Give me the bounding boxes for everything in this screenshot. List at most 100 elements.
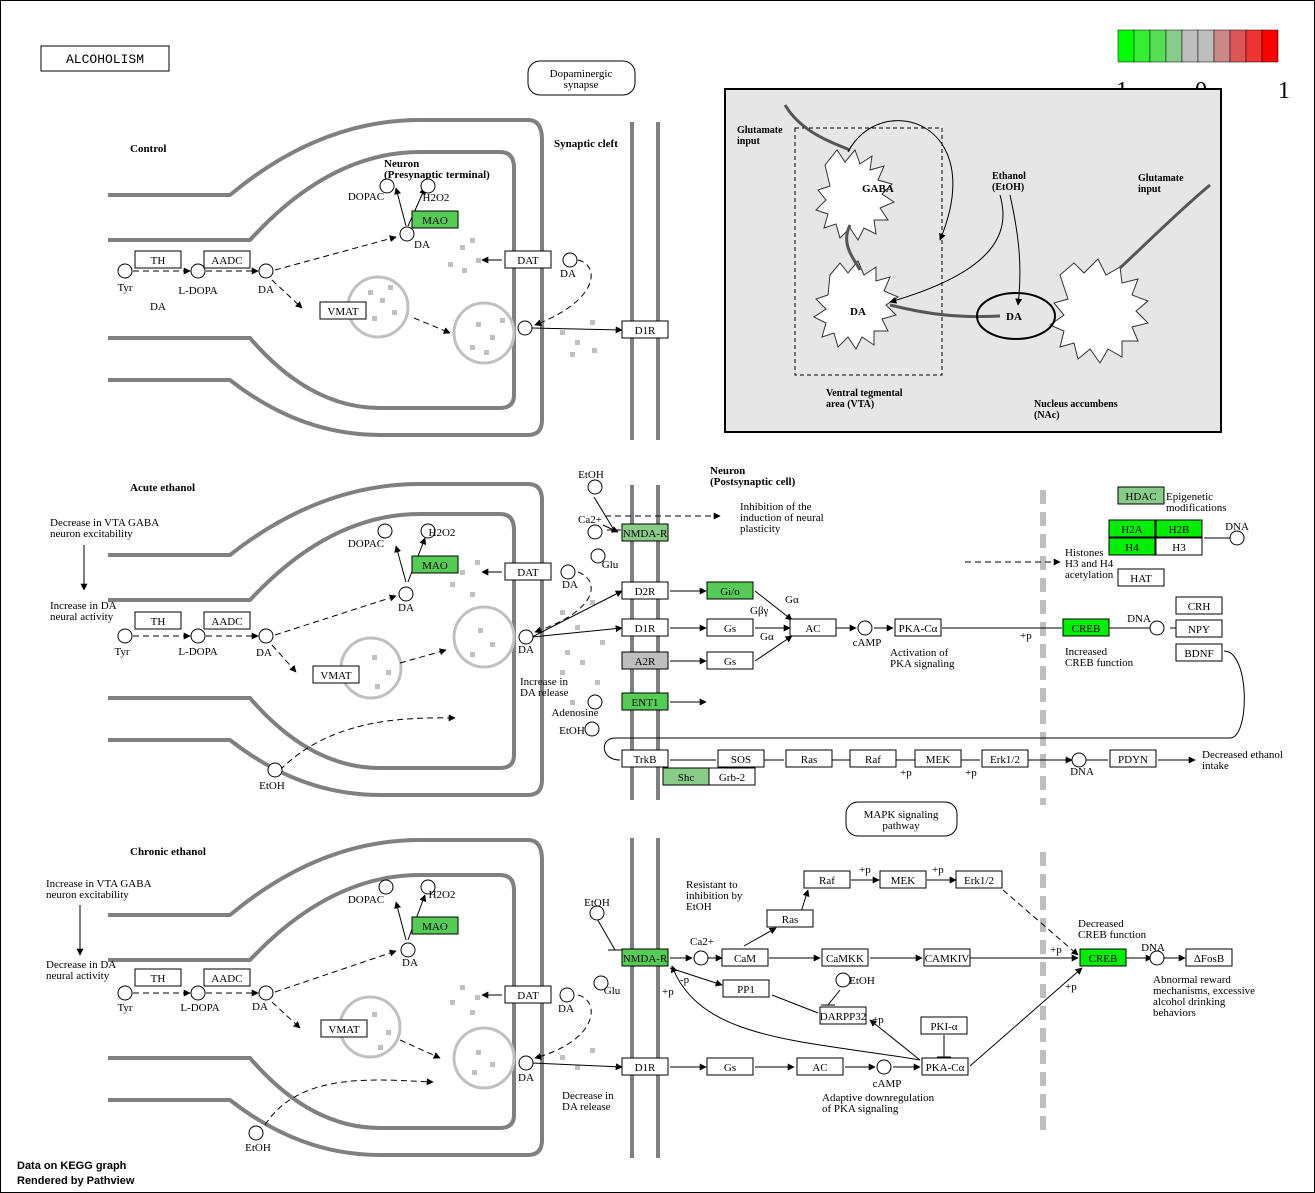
gene-node[interactable]: H3 (1155, 537, 1203, 556)
compound-node[interactable] (584, 721, 600, 737)
gene-node[interactable]: Gs (706, 618, 754, 637)
compound-node[interactable] (518, 1055, 534, 1071)
gene-node[interactable]: VMAT (319, 301, 367, 320)
gene-box[interactable] (706, 651, 754, 670)
compound-node[interactable] (590, 548, 606, 564)
gene-node[interactable]: MEK (914, 749, 962, 768)
gene-box[interactable] (1117, 486, 1165, 505)
gene-box[interactable] (320, 1019, 368, 1038)
compound-node[interactable] (258, 628, 274, 644)
gene-node[interactable]: TH (134, 611, 182, 630)
gene-box[interactable] (796, 1057, 844, 1076)
gene-node[interactable]: PP1 (722, 979, 770, 998)
gene-node[interactable]: Erk1/2 (981, 749, 1029, 768)
gene-box[interactable] (621, 320, 669, 339)
compound-node[interactable] (559, 987, 575, 1003)
gene-node[interactable]: CREB (1079, 948, 1127, 967)
gene-box[interactable] (203, 611, 251, 630)
gene-box[interactable] (621, 581, 669, 600)
gene-node[interactable]: AC (789, 618, 837, 637)
compound-node[interactable] (190, 628, 206, 644)
gene-node[interactable]: PKA-Cα (921, 1057, 969, 1076)
gene-node[interactable]: Raf (849, 749, 897, 768)
gene-box[interactable] (1175, 596, 1223, 615)
gene-box[interactable] (134, 968, 182, 987)
compound-node[interactable] (835, 972, 851, 988)
gene-box[interactable] (1062, 618, 1110, 637)
gene-node[interactable]: CREB (1062, 618, 1110, 637)
gene-box[interactable] (785, 749, 833, 768)
gene-node[interactable]: DARPP32 (819, 1006, 867, 1025)
gene-node[interactable]: TH (134, 250, 182, 269)
mapk-pathway-link[interactable]: MAPK signaling pathway (845, 801, 958, 837)
gene-node[interactable]: CAMKIV (923, 948, 971, 967)
gene-box[interactable] (706, 1057, 754, 1076)
gene-node[interactable]: NPY (1175, 619, 1223, 638)
compound-node[interactable] (420, 178, 436, 194)
gene-node[interactable]: PKA-Cα (894, 618, 942, 637)
gene-box[interactable] (1109, 749, 1157, 768)
gene-box[interactable] (134, 250, 182, 269)
gene-box[interactable] (879, 870, 927, 889)
compound-node[interactable] (876, 1059, 892, 1075)
gene-node[interactable]: Gi/o (706, 581, 754, 600)
compound-node[interactable] (379, 178, 395, 194)
compound-node[interactable] (248, 1125, 264, 1141)
gene-node[interactable]: DAT (504, 985, 552, 1004)
gene-node[interactable]: CaMKK (821, 948, 869, 967)
gene-node[interactable]: PDYN (1109, 749, 1157, 768)
compound-node[interactable] (593, 975, 609, 991)
gene-box[interactable] (717, 749, 765, 768)
gene-node[interactable]: H4 (1108, 537, 1156, 556)
gene-box[interactable] (923, 948, 971, 967)
compound-node[interactable] (857, 620, 873, 636)
gene-node[interactable]: MAO (411, 210, 459, 229)
compound-node[interactable] (377, 523, 393, 539)
gene-box[interactable] (1108, 537, 1156, 556)
gene-box[interactable] (1079, 948, 1127, 967)
gene-node[interactable]: BDNF (1175, 643, 1223, 662)
compound-node[interactable] (117, 628, 133, 644)
gene-node[interactable]: H2B (1155, 519, 1203, 538)
gene-box[interactable] (981, 749, 1029, 768)
gene-box[interactable] (1108, 519, 1156, 538)
gene-node[interactable]: NMDA-R (621, 523, 669, 542)
gene-node[interactable]: H2A (1108, 519, 1156, 538)
gene-box[interactable] (319, 301, 367, 320)
compound-node[interactable] (258, 985, 274, 1001)
gene-box[interactable] (621, 618, 669, 637)
compound-node[interactable] (587, 479, 603, 495)
gene-node[interactable]: TrkB (621, 749, 669, 768)
gene-node[interactable]: A2R (621, 651, 669, 670)
compound-node[interactable] (398, 586, 414, 602)
gene-node[interactable]: MAO (411, 916, 459, 935)
gene-box[interactable] (1155, 519, 1203, 538)
gene-box[interactable] (914, 749, 962, 768)
compound-node[interactable] (1149, 950, 1165, 966)
gene-node[interactable]: AC (796, 1057, 844, 1076)
gene-box[interactable] (1185, 948, 1233, 967)
gene-node[interactable]: AADC (203, 611, 251, 630)
gene-box[interactable] (894, 618, 942, 637)
gene-node[interactable]: Ras (766, 909, 814, 928)
gene-box[interactable] (803, 870, 851, 889)
gene-node[interactable]: Raf (803, 870, 851, 889)
gene-box[interactable] (722, 979, 770, 998)
gene-box[interactable] (312, 665, 360, 684)
gene-node[interactable]: MAO (411, 555, 459, 574)
gene-node[interactable]: HAT (1117, 568, 1165, 587)
gene-box[interactable] (721, 948, 769, 967)
gene-box[interactable] (621, 749, 669, 768)
compound-node[interactable] (517, 320, 533, 336)
gene-node[interactable]: Shc (662, 767, 710, 786)
dopaminergic-synapse-link[interactable]: Dopaminergic synapse (527, 60, 636, 96)
gene-box[interactable] (504, 562, 552, 581)
gene-box[interactable] (203, 968, 251, 987)
gene-node[interactable]: MEK (879, 870, 927, 889)
gene-box[interactable] (821, 948, 869, 967)
gene-node[interactable]: D1R (621, 618, 669, 637)
compound-node[interactable] (190, 263, 206, 279)
gene-box[interactable] (1155, 537, 1203, 556)
gene-node[interactable]: AADC (203, 250, 251, 269)
gene-node[interactable]: AADC (203, 968, 251, 987)
